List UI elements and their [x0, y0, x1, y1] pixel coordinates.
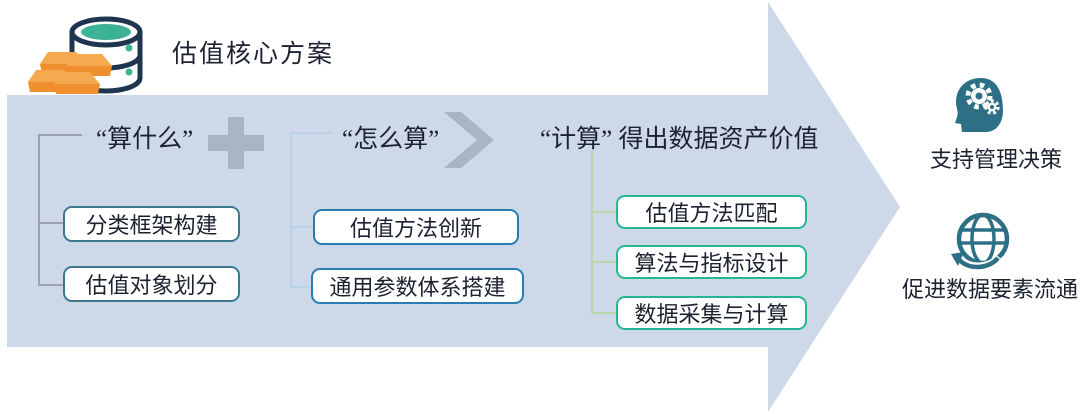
chevron-icon	[444, 112, 494, 168]
section-2-box-1: 估值方法创新	[313, 209, 519, 245]
diagram-title: 估值核心方案	[172, 41, 335, 68]
section-3-heading: “计算” 得出数据资产价值	[540, 126, 819, 153]
section-3-connector-stub-2	[591, 261, 617, 263]
section-1-bracket-vertical	[38, 134, 40, 286]
section-3-box-3: 数据采集与计算	[616, 296, 807, 330]
section-1-bracket-bottom-stub	[38, 284, 64, 286]
section-2-heading: “怎么算”	[342, 126, 440, 153]
globe-sync-icon	[951, 212, 1010, 273]
section-1-box-1: 分类框架构建	[63, 206, 240, 242]
outcome-label-1: 支持管理决策	[929, 147, 1062, 172]
section-1-bracket-mid-stub	[38, 222, 64, 224]
section-1-bracket-top-stub	[38, 134, 82, 136]
section-1-heading: “算什么”	[96, 126, 194, 153]
section-2-bracket-bottom-stub	[290, 286, 313, 288]
section-2-bracket-mid-stub	[290, 226, 314, 228]
gold-bars	[28, 52, 112, 94]
section-3-connector-vertical	[591, 150, 593, 314]
plus-icon	[208, 117, 264, 169]
section-2-box-2: 通用参数体系搭建	[311, 268, 524, 304]
gold-database-icon	[28, 16, 143, 94]
section-3-box-2: 算法与指标设计	[616, 245, 807, 279]
section-3-box-1: 估值方法匹配	[616, 195, 807, 229]
outcome-label-2: 促进数据要素流通	[901, 277, 1078, 302]
section-2-bracket-top-stub	[290, 132, 332, 134]
section-3-connector-stub-3	[591, 312, 617, 314]
section-3-connector-stub-1	[591, 211, 617, 213]
head-gears-icon	[955, 78, 1003, 132]
section-1-box-2: 估值对象划分	[63, 266, 240, 302]
section-2-bracket-vertical	[290, 132, 292, 288]
